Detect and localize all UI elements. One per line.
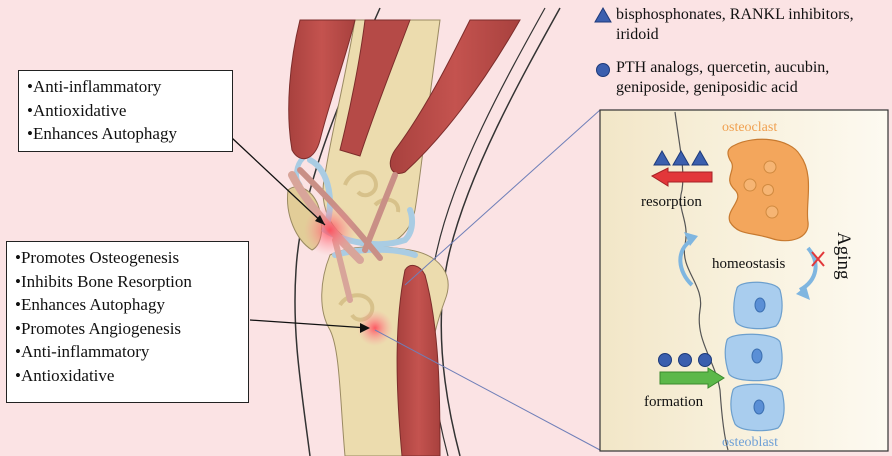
osteoclast-label: osteoclast — [722, 120, 777, 135]
joint-effect-item: •Enhances Autophagy — [27, 124, 177, 143]
joint-effect-item: •Anti-inflammatory — [27, 77, 162, 96]
bone-surface-boundary — [674, 111, 729, 451]
bone-effect-item: •Anti-inflammatory — [15, 342, 150, 361]
tibia-glow — [357, 310, 393, 346]
promoter-dot-2 — [678, 353, 692, 367]
pointer-line-top — [231, 137, 326, 226]
zoom-line-top — [404, 109, 601, 286]
inset-panel: osteoclast resorption homeostasis Aging … — [599, 109, 889, 452]
joint-effects-box: •Anti-inflammatory •Antioxidative •Enhan… — [18, 70, 233, 152]
pointer-line-bottom — [249, 319, 369, 329]
legend-circle-marker — [596, 63, 610, 77]
bone-effect-item: •Promotes Angiogenesis — [15, 318, 182, 338]
osteoblast-nucleus-1 — [754, 297, 766, 313]
bone-effect-item: •Inhibits Bone Resorption — [15, 271, 192, 291]
bone-effect-item: •Enhances Autophagy — [15, 295, 165, 314]
resorption-arrow — [650, 167, 713, 187]
osteoclast-nucleus-4 — [765, 205, 779, 219]
osteoclast-nucleus-1 — [763, 160, 777, 174]
homeostasis-label: homeostasis — [712, 256, 785, 272]
quadriceps-muscle-mid — [339, 19, 411, 157]
osteoblast-nucleus-2 — [751, 348, 763, 364]
leg-outline-front — [440, 7, 561, 456]
quadriceps-muscle-front — [389, 19, 521, 174]
homeostasis-arrowhead-right — [796, 286, 810, 300]
osteoclast-nucleus-3 — [762, 184, 774, 196]
bone-effects-box: •Promotes Osteogenesis •Inhibits Bone Re… — [6, 241, 249, 403]
pointer-arrowhead-top — [315, 215, 325, 225]
formation-label: formation — [644, 394, 704, 410]
homeostasis-arrow-right — [798, 246, 818, 292]
homeostasis-arrow-left — [678, 238, 694, 287]
inhibitor-triangle-3 — [691, 149, 709, 166]
pointer-arrowhead-bottom — [360, 323, 370, 333]
tendon-4 — [362, 172, 398, 253]
inhibitor-triangle-1 — [653, 149, 671, 166]
legend-triangle-line-2: iridoid — [616, 26, 659, 43]
bone-effect-item: •Promotes Osteogenesis — [15, 248, 180, 267]
inhibitor-triangle-2 — [672, 149, 690, 166]
aging-cross-b — [811, 251, 825, 267]
bone-swirl-upper — [343, 170, 378, 198]
homeostasis-arrowhead-left — [684, 232, 698, 246]
legend-triangle-marker — [594, 6, 612, 23]
formation-arrow — [659, 367, 725, 389]
quadriceps-muscle-back — [288, 19, 356, 160]
bone-effect-item: •Antioxidative — [15, 365, 115, 385]
legend-circle-line-2: geniposide, geniposidic acid — [616, 79, 798, 96]
legend-circle-text: PTH analogs, quercetin, aucubin, genipos… — [616, 58, 892, 98]
legend-triangle-line-1: bisphosphonates, RANKL inhibitors, — [616, 6, 854, 23]
aging-label: Aging — [833, 232, 854, 280]
resorption-label: resorption — [641, 194, 702, 210]
legend-triangle-text: bisphosphonates, RANKL inhibitors, irido… — [616, 5, 892, 45]
osteoclast-nucleus-2 — [743, 178, 757, 192]
zoom-line-bottom — [374, 329, 601, 451]
legend-circle-line-1: PTH analogs, quercetin, aucubin, — [616, 59, 830, 76]
osteoblast-label: osteoblast — [722, 435, 778, 450]
osteoblast-nucleus-3 — [753, 399, 765, 415]
promoter-dot-3 — [698, 353, 712, 367]
promoter-dot-1 — [658, 353, 672, 367]
bone-swirl-mid — [373, 197, 401, 213]
joint-effect-item: •Antioxidative — [27, 100, 127, 120]
